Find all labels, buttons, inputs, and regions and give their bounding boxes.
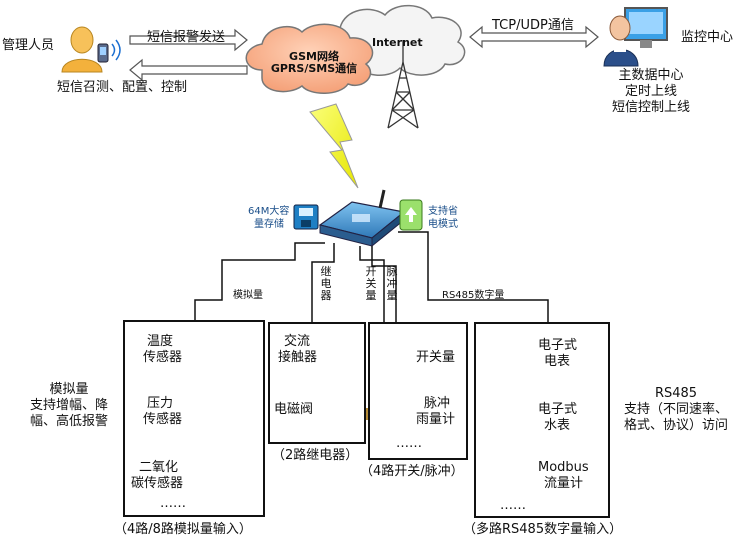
analog-item-2-line-2: 传感器 [143,412,183,427]
switch-caption: （4路开关/脉冲） [360,464,464,479]
admin-person-icon [61,26,121,73]
analog-caption: （4路/8路模拟量输入） [114,522,252,537]
rs485-item-3-line-1: Modbus [538,460,589,475]
rs485-note-1: RS485 [654,386,698,401]
branch-relay-label: 继电器 [320,265,332,302]
branch-switch-label: 开关量 [365,265,377,302]
rs485-item-1-line-1: 电子式 [538,338,578,353]
rs485-caption: （多路RS485数字量输入） [463,522,623,537]
analog-item-1-line-2: 传感器 [143,350,183,365]
analog-ellipsis: …… [160,496,186,511]
analog-note-3: 幅、高低报警 [29,414,108,429]
analog-item-3-line-2: 碳传感器 [131,476,184,491]
storage-label-1: 64M大容 [248,206,290,217]
rs485-item-3-line-2: 流量计 [544,476,584,491]
admin-label: 管理人员 [2,38,55,53]
switch-item-2-line-1: 脉冲 [424,396,451,411]
rs485-item-2-line-2: 水表 [544,418,571,433]
admin-arrows [129,28,248,82]
switch-item-2-line-2: 雨量计 [416,412,456,427]
rs485-note-3: 格式、协议）访问 [623,418,728,433]
monitor-desc-2: 定时上线 [624,84,677,99]
monitor-desc-1: 主数据中心 [618,68,684,83]
power-label-2: 电模式 [428,219,458,230]
analog-item-3-line-1: 二氧化 [139,460,179,475]
analog-note-2: 支持增幅、降 [29,398,108,413]
gsm-cloud [245,23,374,94]
rs485-ellipsis: …… [500,498,526,513]
storage-label-2: 量存储 [254,219,284,230]
power-label-1: 支持省 [428,206,458,217]
relay-item-1-line-1: 交流 [284,334,311,349]
relay-item-1-line-2: 接触器 [278,350,318,365]
power-save-icon [399,199,423,231]
monitor-center-label: 监控中心 [681,30,734,45]
tcp-arrow [469,25,599,49]
rtu-device-icon [318,189,406,248]
monitor-desc-3: 短信控制上线 [611,100,690,115]
relay-group-box [268,322,366,444]
monitor-center-icon [603,7,668,67]
branch-lines [194,231,549,322]
switch-item-1-line-1: 开关量 [416,350,456,365]
tower-icon [387,40,419,129]
sms-alarm-label: 短信报警发送 [147,30,226,45]
branch-rs485-label: RS485数字量 [442,290,505,301]
tcp-udp-label: TCP/UDP通信 [492,18,574,33]
relay-item-2-line-1: 电磁阀 [274,402,314,417]
switch-ellipsis: …… [396,436,422,451]
rs485-group-box [474,322,610,518]
internet-label: Internet [372,36,423,49]
branch-analog-label: 模拟量 [233,290,263,301]
analog-item-2-line-1: 压力 [147,396,174,411]
rs485-item-1-line-2: 电表 [544,354,571,369]
lightning-icon [309,103,359,189]
relay-caption: （2路继电器） [272,448,359,463]
sms-query-label: 短信召测、配置、控制 [57,80,188,95]
rs485-item-2-line-1: 电子式 [538,402,578,417]
rs485-note-2: 支持（不同速率、 [623,402,728,417]
analog-group-box [123,320,265,517]
gsm-label-2: GPRS/SMS通信 [270,62,358,75]
switch-group-box [368,322,468,460]
storage-icon [293,204,319,230]
analog-item-1-line-1: 温度 [147,334,174,349]
branch-pulse-label: 脉冲量 [386,265,398,302]
gsm-label-1: GSM网络 [289,50,339,63]
analog-note-1: 模拟量 [49,382,89,397]
